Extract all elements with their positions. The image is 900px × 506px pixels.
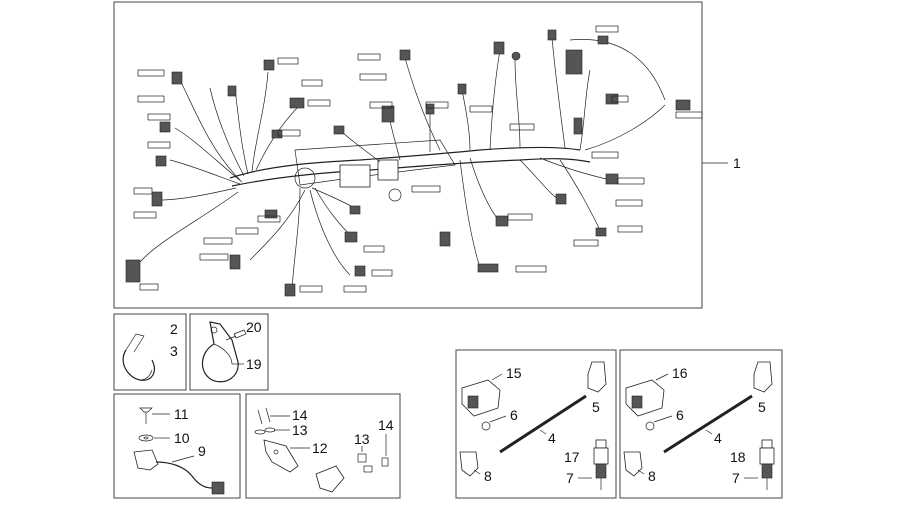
sensor-icon — [133, 449, 225, 495]
spark-cap-icon — [587, 361, 607, 393]
ignition-lead-icon-b — [663, 394, 753, 454]
ignition-frame-a — [455, 349, 617, 499]
ignition-frame-b — [619, 349, 783, 499]
washer-icon — [481, 421, 491, 431]
callout-3: 3 — [170, 343, 178, 359]
boot-icon — [459, 451, 479, 477]
boot-icon-b — [623, 451, 643, 477]
callout-14b: 14 — [378, 417, 394, 433]
ignition-coil-icon — [461, 379, 501, 417]
ignition-coil-icon-b — [625, 379, 665, 417]
strap-frame — [113, 313, 187, 391]
callout-6b: 6 — [676, 407, 684, 423]
callout-17: 17 — [564, 449, 580, 465]
callout-15: 15 — [506, 365, 522, 381]
ignition-lead-icon — [499, 394, 587, 454]
callout-6a: 6 — [510, 407, 518, 423]
spark-plug-icon — [593, 439, 609, 490]
bracket-icon — [263, 439, 299, 473]
callout-8b: 8 — [648, 468, 656, 484]
sensor-frame — [113, 393, 241, 499]
ignition-panel-a: 15 5 6 4 17 8 7 — [455, 349, 617, 499]
spark-plug-icon-b — [759, 439, 775, 490]
callout-5a: 5 — [592, 399, 600, 415]
callout-8a: 8 — [484, 468, 492, 484]
callout-19: 19 — [246, 356, 262, 372]
callout-4a: 4 — [548, 430, 556, 446]
clamp-panel: 20 19 — [189, 313, 269, 391]
strap-panel: 2 3 — [113, 313, 187, 391]
callout-13b: 13 — [354, 431, 370, 447]
callout-13a: 13 — [292, 422, 308, 438]
clamp-frame — [189, 313, 269, 391]
wiring-harness-icon — [125, 25, 703, 297]
washer-icon-b — [645, 421, 655, 431]
bolt-icon — [225, 329, 247, 341]
clamp-icon — [201, 321, 239, 383]
callout-7a: 7 — [566, 470, 574, 486]
callout-9: 9 — [198, 443, 206, 459]
callout-12: 12 — [312, 440, 328, 456]
bracket-panel: 14 13 12 13 14 — [245, 393, 401, 499]
callout-20: 20 — [246, 319, 262, 335]
callout-18: 18 — [730, 449, 746, 465]
callout-10: 10 — [174, 430, 190, 446]
callout-4b: 4 — [714, 430, 722, 446]
callout-5b: 5 — [758, 399, 766, 415]
main-harness-panel: 1 — [113, 1, 741, 309]
callout-14a: 14 — [292, 407, 308, 423]
sensor-panel: 11 10 9 — [113, 393, 241, 499]
cable-strap-icon — [122, 333, 155, 381]
callout-11: 11 — [174, 406, 189, 422]
small-screws-icon — [254, 407, 276, 435]
callout-1: 1 — [733, 155, 741, 171]
callout-16: 16 — [672, 365, 688, 381]
harness-frame — [113, 1, 703, 309]
bracket-frame — [245, 393, 401, 499]
callout-7b: 7 — [732, 470, 740, 486]
callout-2: 2 — [170, 321, 178, 337]
screw-icon — [139, 407, 153, 424]
mount-assembly-icon — [315, 453, 389, 493]
ignition-panel-b: 16 5 6 4 18 8 7 — [619, 349, 783, 499]
bush-icon — [138, 434, 154, 442]
spark-cap-icon-b — [753, 361, 773, 393]
